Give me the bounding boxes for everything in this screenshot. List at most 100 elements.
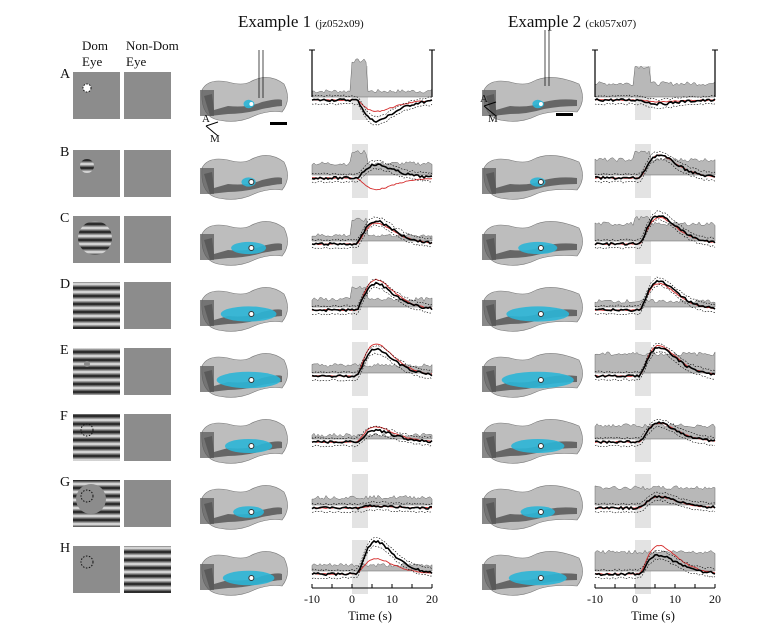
scale-bar-brain-1 [270, 122, 287, 125]
black-trace [311, 98, 433, 123]
black-trace [311, 504, 433, 510]
trace-panel-ex1 [311, 276, 433, 330]
brain-surface-2 [482, 419, 583, 464]
histogram-grey [594, 423, 716, 440]
nondom-eye-stimulus [124, 282, 171, 329]
brain-surface-2 [482, 287, 583, 332]
brain-surface-2 [482, 221, 583, 266]
histogram-grey [311, 217, 433, 242]
activation-patch [511, 439, 565, 453]
grey-disk [76, 484, 106, 514]
tick-label: 10 [386, 592, 398, 606]
stimulus-grating-dotted-circle [73, 414, 171, 461]
anterior-arrow [483, 101, 497, 107]
brain-surface-2 [482, 77, 583, 122]
medial-label: M [488, 113, 498, 125]
histogram-grey [594, 215, 716, 242]
recording-site [537, 179, 544, 185]
black-trace-upper-ci [594, 276, 716, 308]
recording-site [248, 101, 255, 107]
trace-panel-ex1 [311, 210, 433, 264]
row-label-G: G [60, 475, 70, 490]
medial-arrow [205, 125, 219, 137]
recording-site [248, 311, 255, 317]
grey-matter-band [204, 502, 282, 524]
brain-surface-1 [200, 155, 288, 200]
trace-panel-ex2 [594, 342, 716, 396]
recording-site [248, 179, 255, 185]
tick-label: -10 [304, 592, 320, 606]
dom-eye-stimulus [73, 72, 120, 119]
stimulus-full-grating [73, 282, 171, 329]
black-trace-lower-ci [311, 433, 433, 448]
red-trace [311, 222, 433, 245]
histogram-grey [311, 362, 433, 374]
cut-face [482, 432, 496, 458]
black-trace-upper-ci [311, 500, 433, 506]
dom-eye-stimulus [73, 546, 120, 593]
brain-surface-2 [482, 485, 583, 530]
brain-surface-1 [200, 419, 288, 464]
grey-matter-band [486, 172, 577, 194]
black-trace-upper-ci [311, 94, 433, 118]
grey-dot [84, 361, 90, 367]
orientation-indicator-2 [483, 101, 497, 117]
cut-face [200, 234, 214, 260]
nondom-eye-stimulus [124, 348, 171, 395]
tick-label: 20 [426, 592, 438, 606]
black-trace [594, 215, 716, 247]
black-trace-upper-ci [311, 278, 433, 308]
dotted-circle [80, 489, 94, 503]
nondom-eye-stimulus [124, 414, 171, 461]
cut-face [200, 90, 214, 116]
black-trace-upper-ci [311, 344, 433, 374]
recording-site [248, 575, 255, 581]
example2-title: Example 2 (ck057x07) [508, 12, 637, 31]
cut-face [482, 168, 496, 194]
cut-face [200, 498, 214, 524]
dotted-circle [80, 555, 94, 569]
grey-matter-band [486, 94, 577, 116]
black-trace [311, 428, 433, 444]
grey-matter-band [486, 502, 577, 524]
grey-matter-band [486, 370, 577, 392]
histogram-grey [311, 58, 433, 98]
recording-site [248, 509, 255, 515]
trace-panel-ex2 [594, 210, 716, 264]
black-trace-upper-ci [594, 342, 716, 374]
cut-face [482, 564, 496, 590]
black-trace [594, 553, 716, 577]
black-trace-lower-ci [311, 286, 433, 316]
recording-site [537, 311, 544, 317]
trace-panel-ex2 [592, 49, 718, 120]
black-trace-lower-ci [594, 499, 716, 514]
black-trace-upper-ci [594, 491, 716, 506]
dotted-circle [80, 423, 94, 437]
nondom-eye-stimulus [124, 480, 171, 527]
black-trace-upper-ci [594, 94, 716, 101]
dom-eye-stimulus [73, 282, 120, 329]
grey-matter-band [486, 436, 577, 458]
black-trace-upper-ci [594, 418, 716, 440]
time-axis-1 [311, 584, 433, 589]
black-trace [594, 346, 716, 379]
brain-surface-1 [200, 353, 288, 398]
grey-matter-band [204, 238, 282, 260]
trace-panel-ex1 [311, 144, 433, 198]
histogram-grey [311, 149, 433, 176]
histogram-grey [594, 65, 716, 98]
black-trace-lower-ci [594, 158, 716, 184]
small-grating-patch [80, 159, 94, 173]
nondom-eye-stimulus [124, 546, 171, 593]
black-trace-upper-ci [594, 151, 716, 176]
medial-arrow [483, 105, 497, 117]
black-trace-upper-ci [311, 425, 433, 440]
cut-face [482, 90, 496, 116]
recording-site [537, 443, 544, 449]
black-trace-lower-ci [311, 508, 433, 514]
histogram-grey [311, 494, 433, 506]
row-label-C: C [60, 211, 69, 226]
grey-matter-band [486, 304, 577, 326]
black-trace-lower-ci [311, 545, 433, 580]
